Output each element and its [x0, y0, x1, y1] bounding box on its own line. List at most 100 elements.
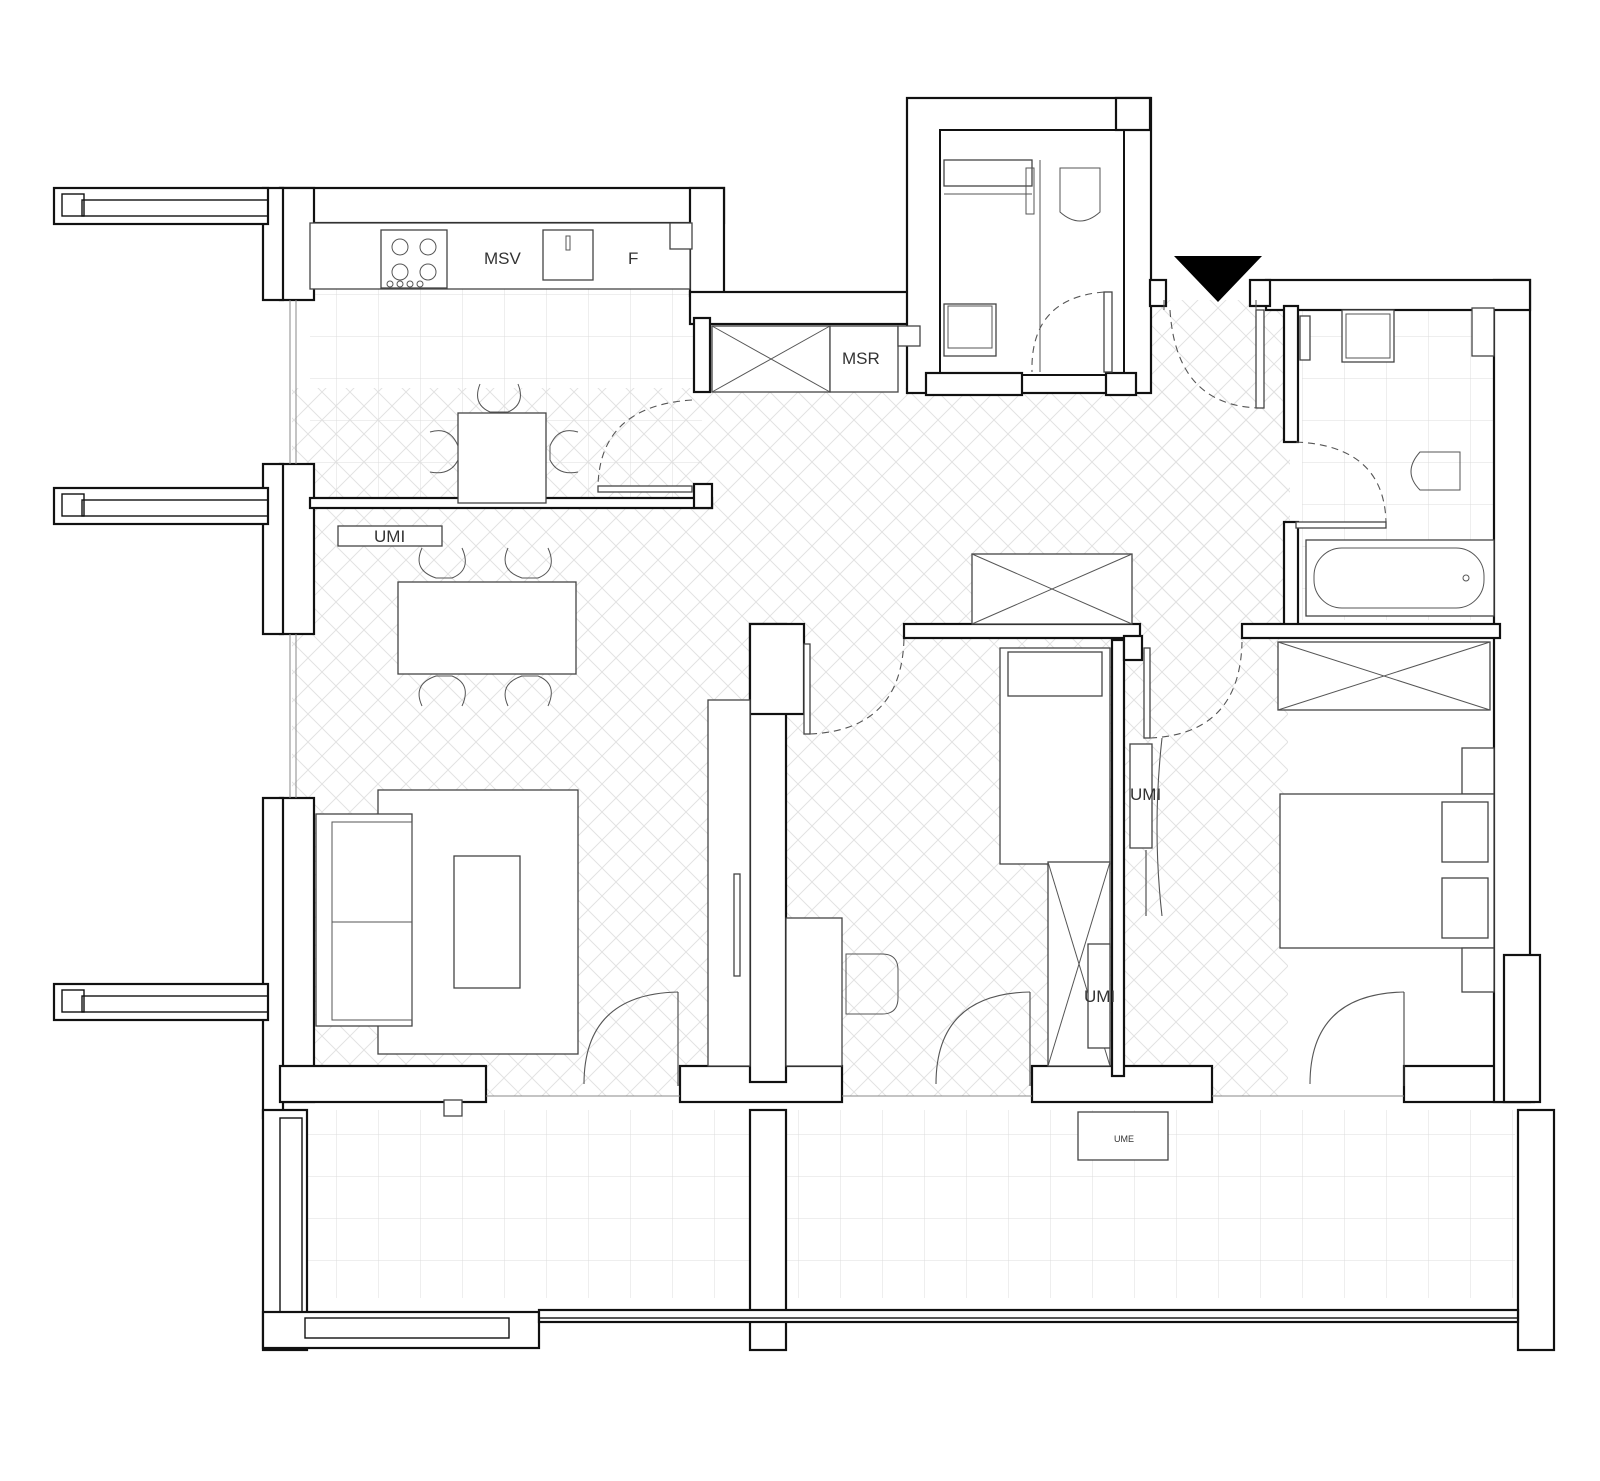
washing-machine-label: MSR	[842, 349, 880, 368]
wall-left-1	[278, 186, 316, 302]
sofa-seat-2	[331, 921, 413, 1021]
wall-wc-bottom-right	[1104, 371, 1138, 397]
bedroom-corridor-umi	[1129, 743, 1153, 849]
balcony-rail	[537, 1308, 1520, 1324]
coffee-table	[453, 855, 521, 989]
planter-bottom	[52, 982, 270, 1022]
study-wardrobe-x2	[1047, 861, 1111, 1067]
living-cabinet	[707, 699, 751, 1067]
knob-1	[386, 280, 394, 288]
bathtub-drain	[1462, 574, 1470, 582]
bath-basin-inner	[1345, 313, 1391, 359]
wall-wc-bottom-left	[924, 371, 1024, 397]
entrance-triangle-icon	[1174, 256, 1262, 302]
dining-chair-3	[418, 675, 466, 707]
kitchen-sink	[542, 229, 594, 281]
corridor-storage: MSR	[711, 325, 921, 393]
living	[315, 699, 751, 1086]
planter-mid	[52, 486, 270, 526]
bedroom-door-leaf	[1143, 647, 1151, 739]
study-door-leaf	[803, 643, 811, 735]
dining: UMI	[337, 525, 577, 707]
wall-bedroom-top-left	[902, 622, 1142, 640]
wall-bedroom-top-right	[1240, 622, 1502, 640]
study-room-door-arc	[935, 991, 1031, 1085]
burner-1	[391, 238, 409, 256]
bathroom-door-leaf	[1295, 521, 1387, 529]
study-chair	[845, 953, 899, 1015]
wc-door-swing	[1031, 291, 1105, 373]
wall-bed-divider	[1122, 634, 1144, 662]
planter-bottom-line	[81, 995, 269, 1013]
windows	[289, 300, 1404, 1097]
dining-chair-4	[504, 675, 552, 707]
planter-mid-line	[81, 499, 269, 517]
burner-4	[419, 263, 437, 281]
kitchen-door-leaf	[597, 485, 693, 493]
entrance-door-leaf	[1255, 309, 1265, 409]
balcony-right-pillar	[1516, 1108, 1556, 1352]
wall-corridor-top	[688, 290, 910, 326]
wall-kitchen-top	[278, 186, 726, 225]
kitchen-small-cabinet	[669, 222, 693, 250]
corridor-cabinet-x2	[711, 325, 831, 393]
umi-bedroom-label: UMI	[1084, 987, 1115, 1006]
dining-table	[397, 581, 577, 675]
dining-umi-box	[337, 525, 443, 547]
fridge-label: F	[628, 249, 638, 268]
bed-pillow-1	[1441, 801, 1489, 863]
knob-3	[406, 280, 414, 288]
planter-mid-inner	[61, 493, 85, 517]
planter-top	[52, 186, 270, 226]
left-planters	[52, 186, 270, 1022]
wall-corridor-left	[692, 316, 712, 394]
wall-bottom-mid2	[1030, 1064, 1214, 1104]
master-bedroom: UMI	[1129, 641, 1495, 1086]
bedroom-wardrobe-x2	[1277, 641, 1491, 711]
bathtub-inner	[1313, 547, 1485, 609]
wc-corner-pillar	[1114, 96, 1152, 132]
balcony-left-rail-inner	[304, 1317, 510, 1339]
kitchen-table	[457, 412, 547, 504]
wall-hall-top-right	[1248, 278, 1272, 308]
balcony-floor	[305, 1110, 1515, 1298]
bath-towel-rail	[1299, 315, 1311, 361]
kitchen-chair-top-1	[477, 383, 521, 413]
wall-hall-top-left	[1148, 278, 1168, 308]
wall-bath-left-lower	[1282, 520, 1300, 638]
wc-toilet	[1059, 167, 1101, 222]
wc-door-frame	[1103, 291, 1113, 373]
hall-floor	[1140, 300, 1290, 630]
bathtub	[1305, 539, 1495, 617]
dishwasher-label: MSV	[484, 249, 522, 268]
sofa	[315, 813, 413, 1027]
balcony-left-pillar	[261, 1108, 309, 1352]
entrance-door-swing	[1169, 309, 1261, 409]
wall-bottom-left	[278, 1064, 488, 1104]
wall-left-2	[278, 462, 316, 636]
wall-kitchen-bottom-stub	[692, 482, 714, 510]
tv	[733, 873, 741, 977]
bedroom-door-swing	[1149, 641, 1243, 739]
kitchen-door	[597, 399, 693, 493]
study: UMI	[785, 553, 1133, 1086]
bedroom-bottom-door-arc	[1309, 991, 1405, 1085]
planter-top-line	[81, 199, 269, 217]
wc-basin	[943, 303, 997, 357]
bathroom	[1295, 307, 1495, 617]
kitchen-chair-right	[549, 430, 579, 474]
washing-machine-box	[829, 325, 899, 393]
kitchen: MSV F	[309, 222, 693, 504]
cooktop	[380, 229, 448, 289]
study-bed-pillow	[1007, 651, 1103, 697]
kitchen-chair-left	[429, 430, 459, 474]
study-desk	[785, 917, 843, 1067]
bath-cabinet	[1471, 307, 1495, 357]
hall-wardrobe-x2	[971, 553, 1133, 625]
bedroom-side-door-arc	[1156, 737, 1163, 917]
kitchen-door-swing	[597, 399, 693, 487]
planter-bottom-inner	[61, 989, 85, 1013]
sink-tap	[565, 235, 571, 251]
bedroom-nightstand-bottom	[1461, 947, 1495, 993]
wall-bath-left	[1282, 304, 1300, 444]
